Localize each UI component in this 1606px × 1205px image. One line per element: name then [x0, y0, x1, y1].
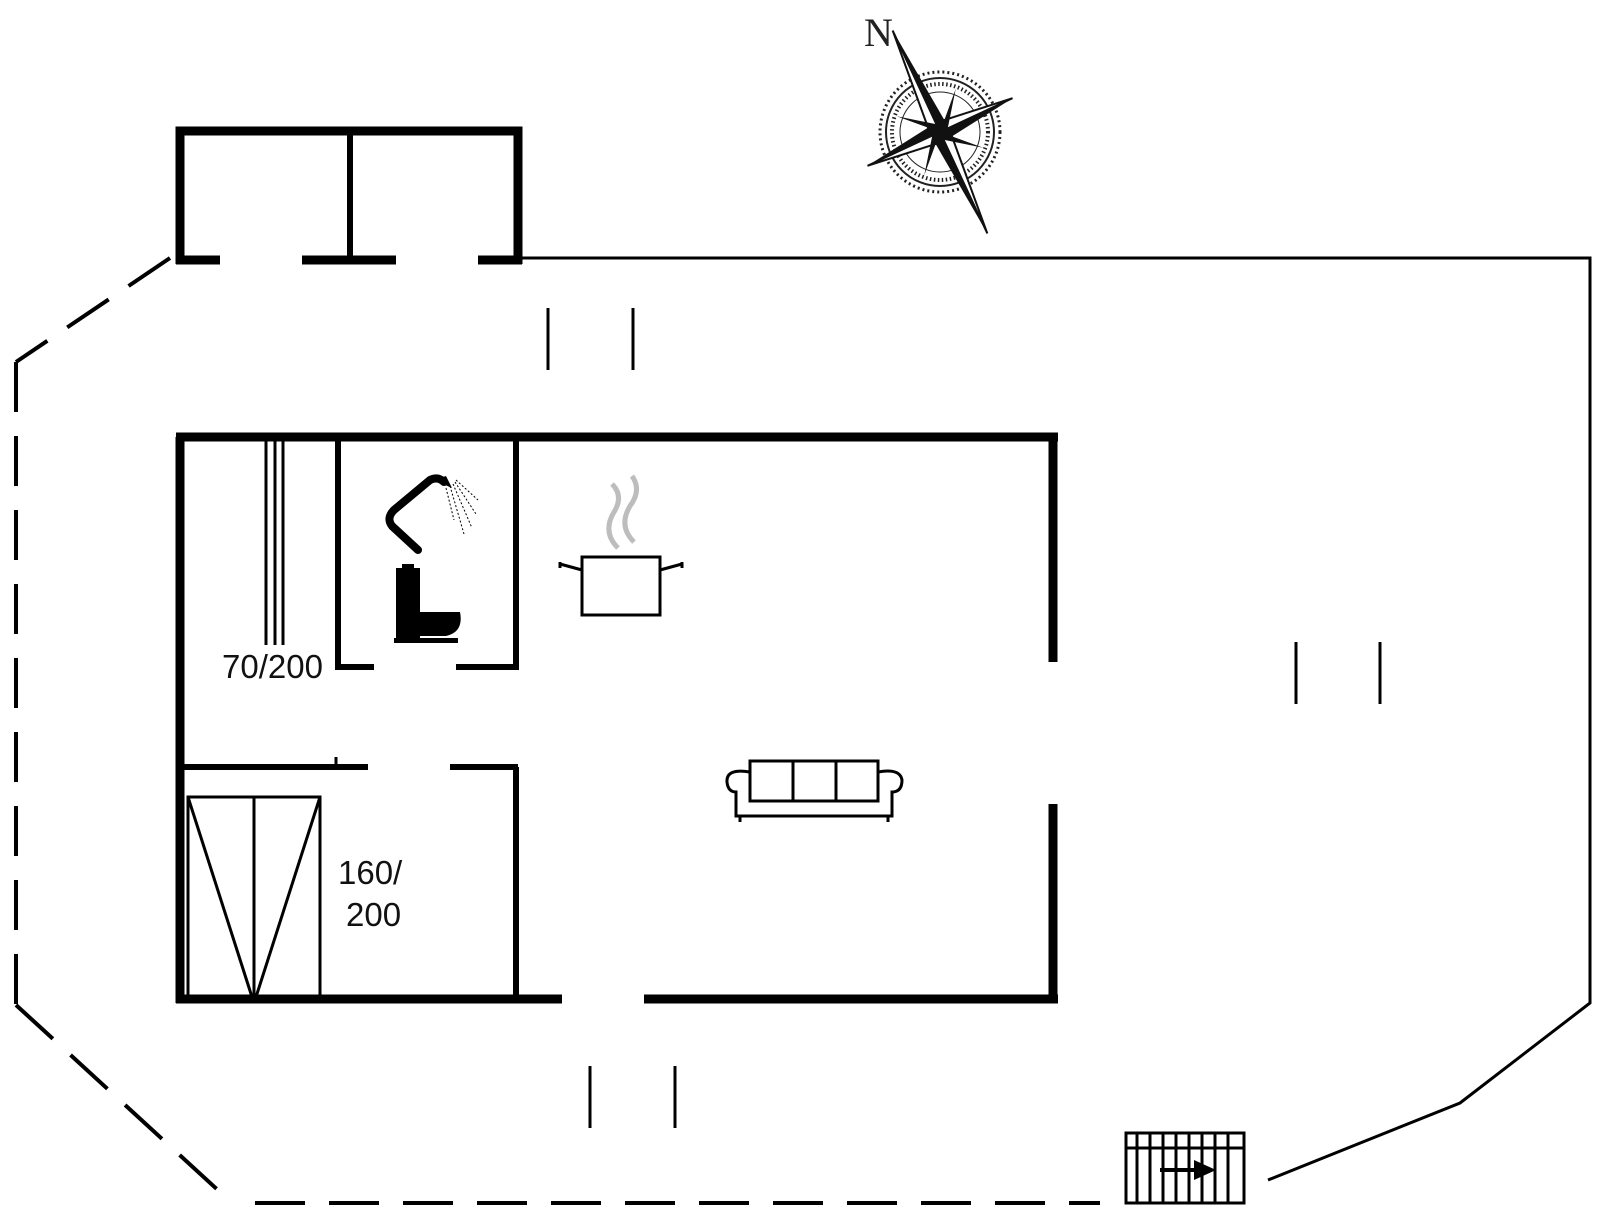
annex-building — [175, 126, 523, 265]
sofa-icon — [725, 759, 904, 822]
double-bed-label-line1: 160/ — [338, 854, 403, 891]
terrace-markers — [546, 308, 1382, 1128]
cooking-pot-icon — [558, 474, 684, 617]
compass-north-label: N — [864, 10, 893, 55]
single-bed-label: 70/200 — [222, 648, 323, 685]
shower-icon — [385, 474, 479, 554]
compass-rose-icon: N — [864, 10, 1013, 234]
interior-walls — [180, 437, 519, 999]
stairs-icon — [1124, 1131, 1246, 1205]
terrace-outline — [14, 256, 1592, 1205]
single-bed: 70/200 — [222, 440, 340, 685]
main-house-walls — [175, 432, 1058, 1004]
double-bed-label-line2: 200 — [346, 896, 401, 933]
toilet-icon — [394, 564, 461, 643]
double-bed: 160/ 200 — [186, 795, 403, 999]
